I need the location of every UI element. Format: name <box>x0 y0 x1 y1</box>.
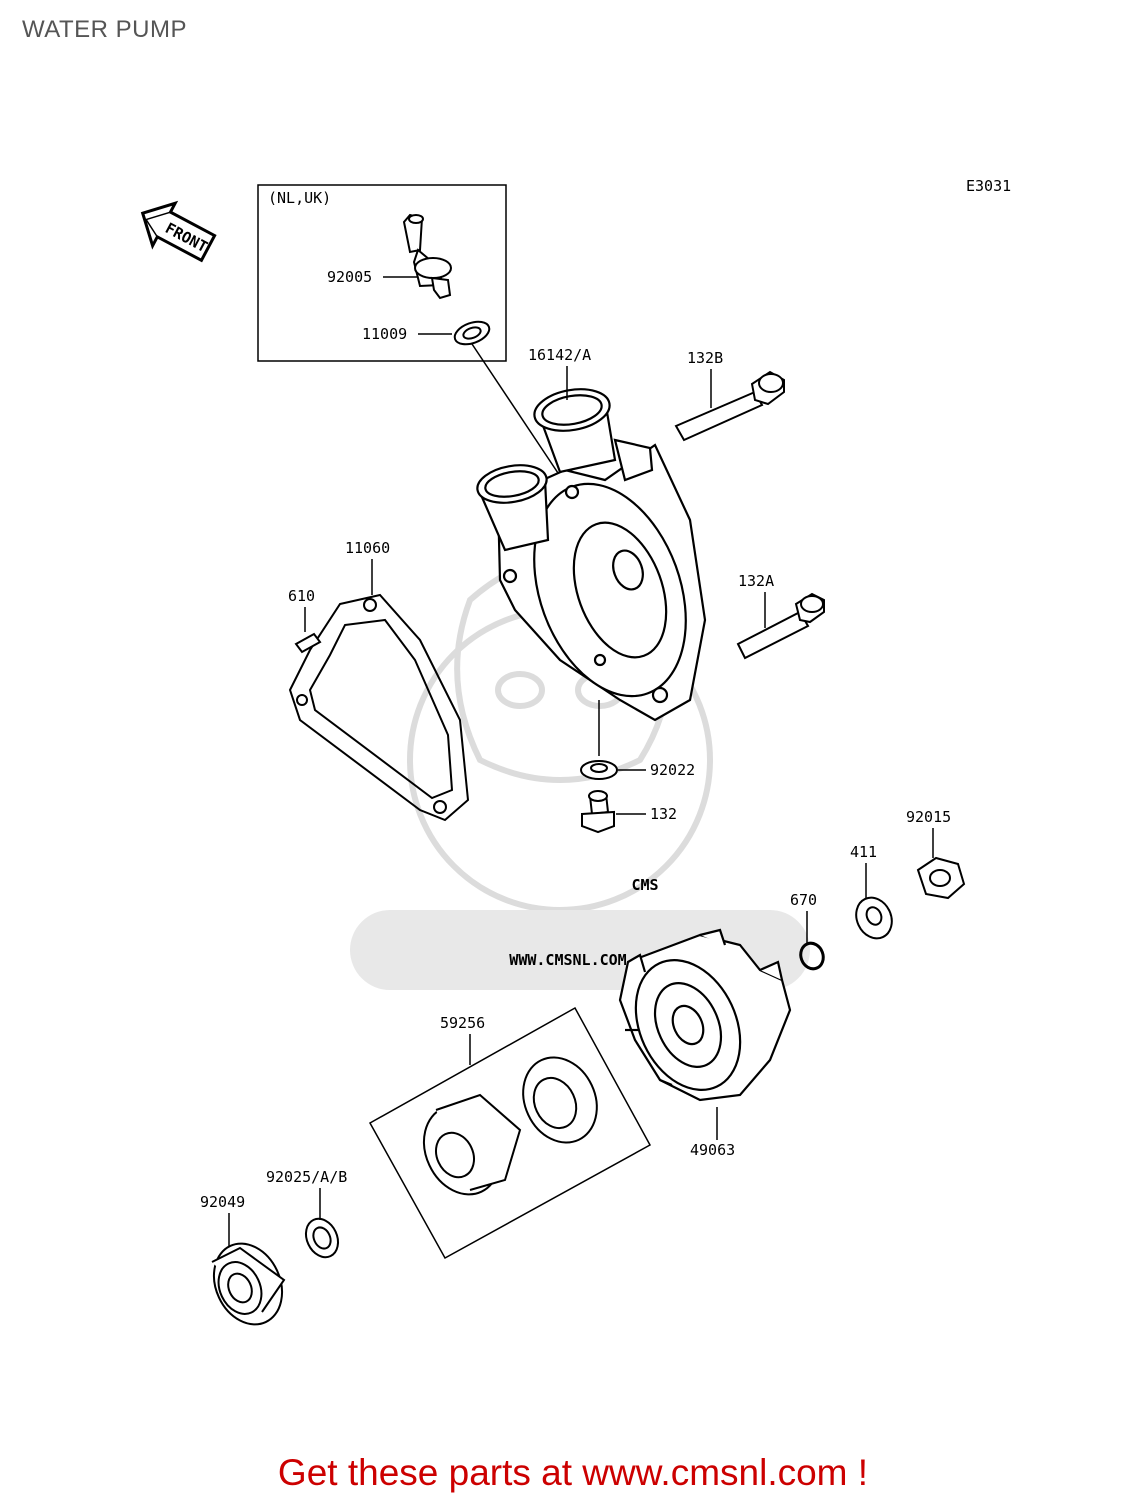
part-92005 <box>402 213 452 300</box>
diagram-code: E3031 <box>966 177 1011 195</box>
inset-title: (NL,UK) <box>268 189 331 207</box>
part-132B <box>674 370 785 442</box>
label-670: 670 <box>790 891 817 909</box>
watermark-logo: CMS <box>631 876 658 894</box>
label-49063: 59256 <box>440 1014 485 1032</box>
label-411: 411 <box>850 843 877 861</box>
label-132A: 132A <box>738 572 774 590</box>
label-92022: 92022 <box>650 761 695 779</box>
label-11060: 11060 <box>345 539 390 557</box>
label-92025AB: 92025/A/B <box>266 1168 347 1186</box>
part-610 <box>294 632 322 654</box>
label-92005: 92005 <box>327 268 372 286</box>
part-16142A <box>476 388 707 722</box>
part-670 <box>799 941 825 971</box>
label-59256: 49063 <box>690 1141 735 1159</box>
parts-diagram: WWW.CMSNL.COM CMS E3031 FRONT (NL,UK) 92… <box>140 177 1011 1326</box>
part-11060 <box>288 593 470 822</box>
label-132B: 132B <box>687 349 723 367</box>
part-411 <box>855 896 893 940</box>
inset-box: (NL,UK) <box>257 184 507 362</box>
label-16142A: 16142/A <box>528 346 591 364</box>
part-132A <box>736 592 825 660</box>
part-59256 <box>618 928 792 1102</box>
part-11009 <box>453 320 491 346</box>
part-92049 <box>211 1242 286 1326</box>
part-92025AB <box>304 1217 340 1259</box>
label-610: 610 <box>288 587 315 605</box>
part-132 <box>581 790 615 834</box>
part-92015 <box>916 856 966 900</box>
page-title: WATER PUMP <box>22 16 187 43</box>
label-92049: 92049 <box>200 1193 245 1211</box>
front-arrow-icon: FRONT <box>140 200 217 263</box>
label-92015: 92015 <box>906 808 951 826</box>
label-11009: 11009 <box>362 325 407 343</box>
label-132: 132 <box>650 805 677 823</box>
watermark-url: WWW.CMSNL.COM <box>509 951 626 969</box>
footer-promo-link[interactable]: Get these parts at www.cmsnl.com ! <box>277 1452 869 1493</box>
part-49063 <box>368 1006 652 1260</box>
part-92022 <box>580 760 618 780</box>
